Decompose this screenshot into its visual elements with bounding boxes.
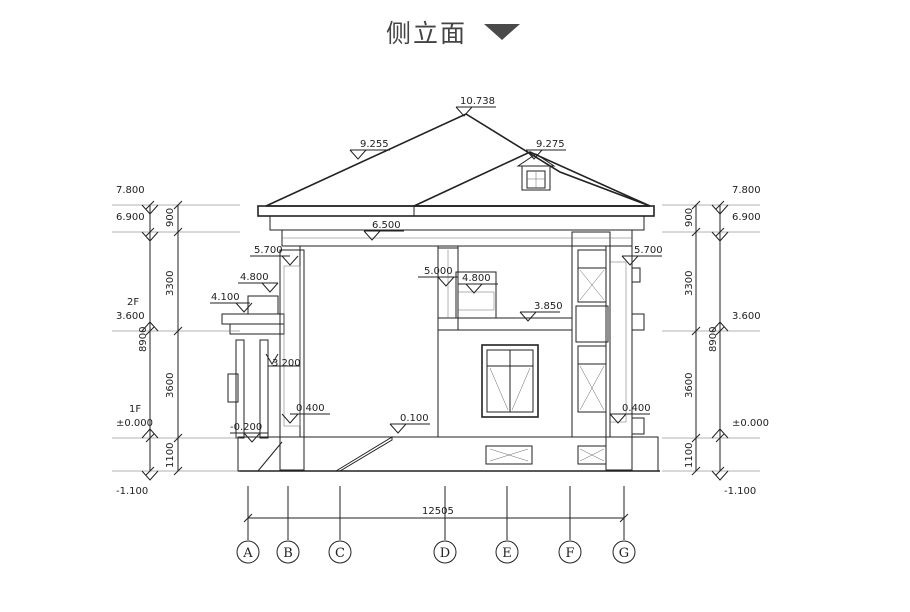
elevation-mark-roof-right: 9.275: [525, 139, 566, 160]
svg-text:1100: 1100: [165, 443, 176, 468]
svg-text:2F: 2F: [127, 297, 139, 308]
elevation-mark-4100: 4.100: [210, 292, 253, 313]
elevation-mark-neg0200: -0.200: [230, 422, 268, 443]
svg-text:3.200: 3.200: [272, 358, 301, 369]
svg-text:-0.200: -0.200: [230, 422, 262, 433]
svg-text:-1.100: -1.100: [724, 486, 756, 497]
svg-text:3.600: 3.600: [732, 311, 761, 322]
elevation-mark-eave: 6.500: [363, 220, 404, 241]
elevation-mark-5700-left: 5.700: [250, 245, 299, 266]
svg-text:E: E: [502, 546, 512, 561]
svg-text:6.900: 6.900: [116, 212, 145, 223]
elevation-mark-0400-right: 0.400: [609, 403, 651, 424]
svg-text:10.738: 10.738: [460, 96, 495, 107]
elevation-mark-5000: 5.000: [418, 266, 458, 287]
svg-text:D: D: [440, 546, 450, 561]
building: [221, 113, 660, 472]
elevation-mark-roof-left: 9.255: [349, 139, 390, 160]
svg-text:900: 900: [165, 208, 176, 227]
page-title: 侧立面: [386, 19, 468, 48]
right-dimension-scale: 7.800 6.900 3.600 ±0.000 -1.100 900 3300…: [662, 185, 769, 497]
svg-text:3600: 3600: [165, 373, 176, 398]
svg-text:6.900: 6.900: [732, 212, 761, 223]
elevation-mark-ridge: 10.738: [455, 96, 496, 117]
svg-text:9.255: 9.255: [360, 139, 389, 150]
elevation-mark-3200: 3.200: [265, 353, 301, 369]
svg-text:3600: 3600: [684, 373, 695, 398]
elevation-mark-0400-left: 0.400: [281, 403, 330, 424]
svg-text:5.700: 5.700: [634, 245, 663, 256]
svg-text:-1.100: -1.100: [116, 486, 148, 497]
svg-text:3.600: 3.600: [116, 311, 145, 322]
svg-text:12505: 12505: [422, 506, 454, 517]
svg-text:±0.000: ±0.000: [732, 418, 769, 429]
elevation-marks: 10.738 9.255 9.275 6.500 5.700 5.700: [210, 96, 663, 443]
svg-text:0.400: 0.400: [296, 403, 325, 414]
svg-text:A: A: [242, 546, 253, 561]
svg-text:7.800: 7.800: [116, 185, 145, 196]
elevation-mark-3850: 3.850: [519, 301, 563, 322]
axis-label-f: F: [558, 540, 582, 564]
svg-text:8900: 8900: [138, 327, 149, 352]
svg-text:7.800: 7.800: [732, 185, 761, 196]
svg-text:9.275: 9.275: [536, 139, 565, 150]
axis-grid: A B C D E F G: [236, 486, 636, 564]
axis-label-b: B: [276, 540, 300, 564]
axis-label-a: A: [236, 540, 260, 564]
svg-text:0.400: 0.400: [622, 403, 651, 414]
svg-text:1100: 1100: [684, 443, 695, 468]
svg-text:900: 900: [684, 208, 695, 227]
svg-text:1F: 1F: [129, 404, 141, 415]
svg-text:3300: 3300: [165, 271, 176, 296]
elevation-mark-4800-mid: 4.800: [458, 273, 498, 294]
header: 侧立面: [0, 0, 910, 60]
left-dimension-scale: 7.800 6.900 2F 3.600 1F ±0.000 -1.100 90…: [112, 185, 240, 497]
axis-label-c: C: [328, 540, 352, 564]
triangle-down-icon: [484, 24, 520, 40]
svg-text:±0.000: ±0.000: [116, 418, 153, 429]
svg-text:0.100: 0.100: [400, 413, 429, 424]
axis-label-d: D: [433, 540, 457, 564]
elevation-mark-5700-right: 5.700: [621, 245, 663, 266]
axis-label-g: G: [612, 540, 636, 564]
svg-text:5.000: 5.000: [424, 266, 453, 277]
svg-text:F: F: [565, 546, 574, 561]
svg-text:B: B: [283, 546, 293, 561]
svg-text:3300: 3300: [684, 271, 695, 296]
svg-text:G: G: [619, 546, 629, 561]
svg-text:5.700: 5.700: [254, 245, 283, 256]
svg-text:3.850: 3.850: [534, 301, 563, 312]
elevation-mark-4800-left: 4.800: [238, 272, 279, 293]
svg-text:4.100: 4.100: [211, 292, 240, 303]
elevation-mark-0100: 0.100: [389, 413, 430, 434]
svg-text:6.500: 6.500: [372, 220, 401, 231]
svg-text:C: C: [335, 546, 345, 561]
svg-text:8900: 8900: [708, 327, 719, 352]
svg-text:4.800: 4.800: [240, 272, 269, 283]
axis-label-e: E: [495, 540, 519, 564]
svg-text:4.800: 4.800: [462, 273, 491, 284]
